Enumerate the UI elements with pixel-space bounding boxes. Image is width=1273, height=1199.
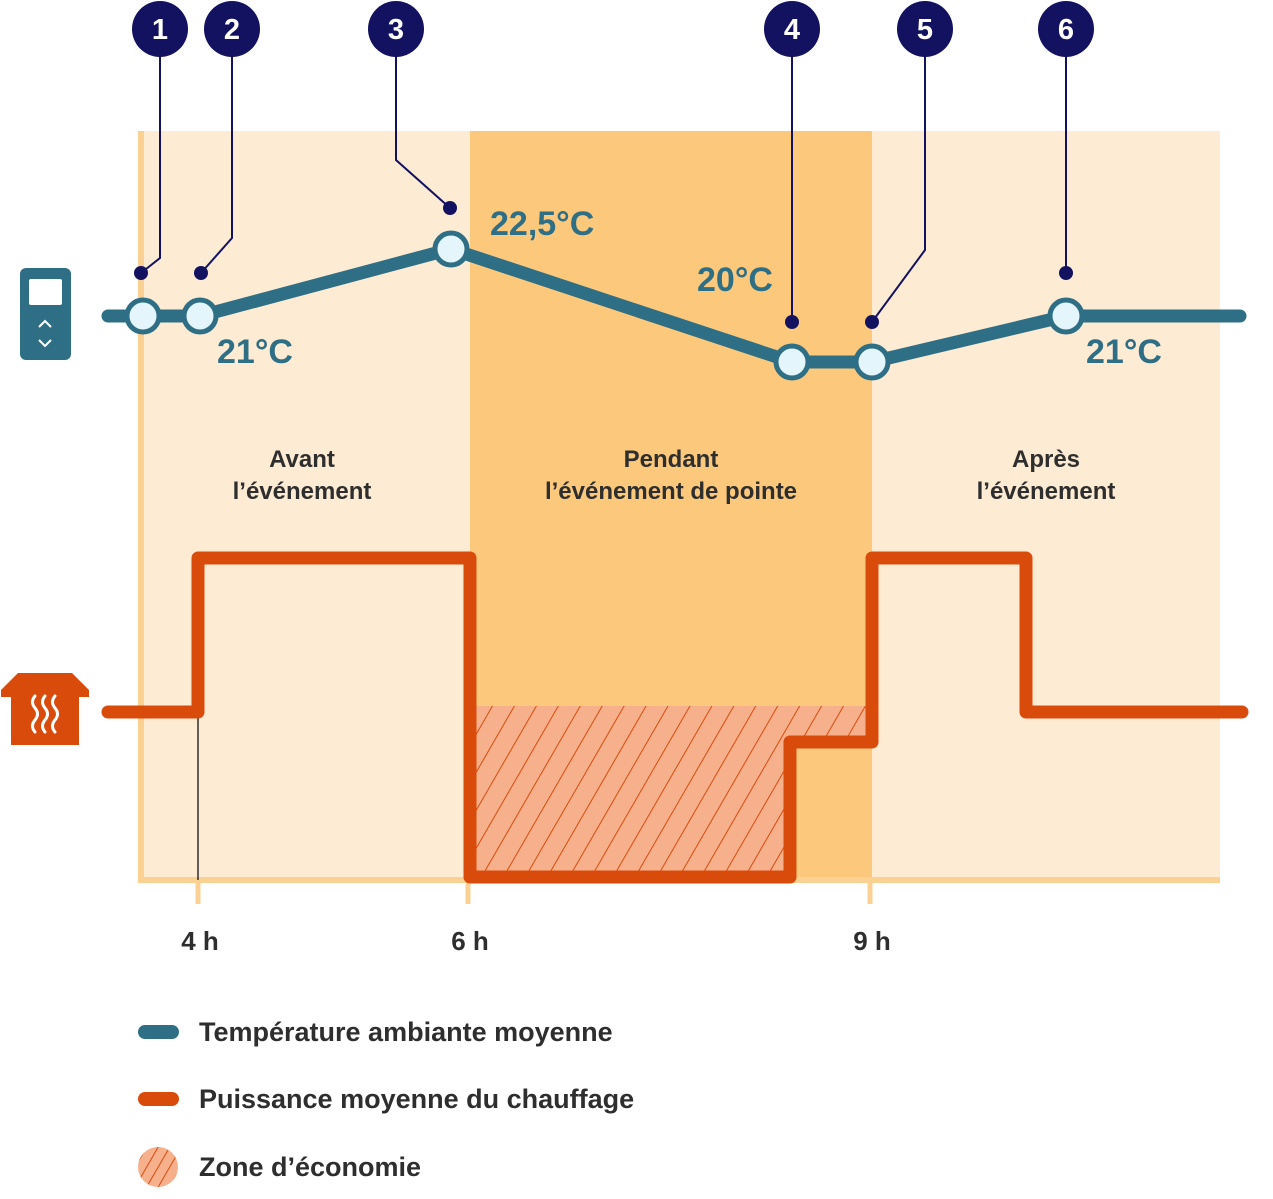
- marker-3: 3: [368, 1, 457, 215]
- marker-2-dot: [194, 266, 208, 280]
- temperature-label-peak: 22,5°C: [490, 205, 594, 243]
- marker-6: 6: [1038, 1, 1094, 280]
- marker-3-leader: [395, 30, 451, 209]
- phase-after-background: [872, 131, 1220, 882]
- marker-2-number: 2: [224, 14, 240, 46]
- thermostat-down-arrow: [38, 339, 52, 348]
- marker-5-dot: [865, 315, 879, 329]
- temperature-node-2: [181, 297, 219, 335]
- marker-3-badge: [368, 1, 424, 57]
- marker-5-badge: [897, 1, 953, 57]
- phase-before-subtitle: l’événement: [233, 478, 372, 505]
- heating-power-line: [101, 551, 1249, 884]
- marker-6-badge: [1038, 1, 1094, 57]
- marker-1-badge: [132, 1, 188, 57]
- heater-house-icon: [1, 673, 89, 745]
- phase-during-subtitle: l’événement de pointe: [545, 478, 797, 505]
- marker-1-leader: [140, 30, 161, 274]
- phase-before-background: [138, 131, 470, 882]
- thermostat-icon: [20, 268, 71, 360]
- legend-power-label: Puissance moyenne du chauffage: [199, 1084, 634, 1114]
- phase-during-title: Pendant: [624, 446, 719, 473]
- legend-savings-label: Zone d’économie: [199, 1152, 421, 1182]
- tick-label-4h: 4 h: [181, 926, 219, 956]
- marker-1-dot: [134, 266, 148, 280]
- heat-wave-1: [31, 694, 39, 734]
- marker-5: 5: [865, 1, 953, 329]
- savings-zone: [470, 706, 866, 877]
- marker-1: 1: [132, 1, 188, 280]
- marker-1-number: 1: [152, 14, 168, 46]
- tick-label-9h: 9 h: [853, 926, 891, 956]
- heat-wave-3: [51, 694, 59, 734]
- phase-after-subtitle: l’événement: [977, 478, 1116, 505]
- phase-before-title: Avant: [269, 446, 335, 473]
- marker-5-number: 5: [917, 14, 933, 46]
- temperature-label-start: 21°C: [217, 333, 293, 371]
- marker-6-dot: [1059, 266, 1073, 280]
- temperature-node-5: [853, 343, 891, 381]
- marker-2-leader: [200, 30, 233, 274]
- marker-6-number: 6: [1058, 14, 1074, 46]
- marker-5-leader: [871, 30, 926, 323]
- temperature-node-4: [773, 343, 811, 381]
- heat-wave-2: [41, 694, 49, 734]
- temperature-node-3: [432, 230, 470, 268]
- legend-savings-swatch: [138, 1147, 178, 1187]
- legend-temperature-label: Température ambiante moyenne: [199, 1017, 613, 1047]
- tick-label-6h: 6 h: [451, 926, 489, 956]
- marker-3-dot: [443, 201, 457, 215]
- temperature-node-1: [124, 297, 162, 335]
- phase-after-title: Après: [1012, 446, 1080, 473]
- marker-2-badge: [204, 1, 260, 57]
- temperature-label-end: 21°C: [1086, 333, 1162, 371]
- marker-4-badge: [764, 1, 820, 57]
- marker-2: 2: [194, 1, 260, 280]
- legend: Température ambiante moyenne Puissance m…: [138, 1017, 634, 1187]
- marker-4: 4: [764, 1, 820, 329]
- marker-4-number: 4: [784, 14, 800, 46]
- thermostat-screen: [29, 279, 62, 305]
- temperature-label-low: 20°C: [697, 261, 773, 299]
- temperature-node-6: [1047, 297, 1085, 335]
- marker-3-number: 3: [388, 14, 404, 46]
- marker-4-dot: [785, 315, 799, 329]
- thermostat-up-arrow: [38, 319, 52, 328]
